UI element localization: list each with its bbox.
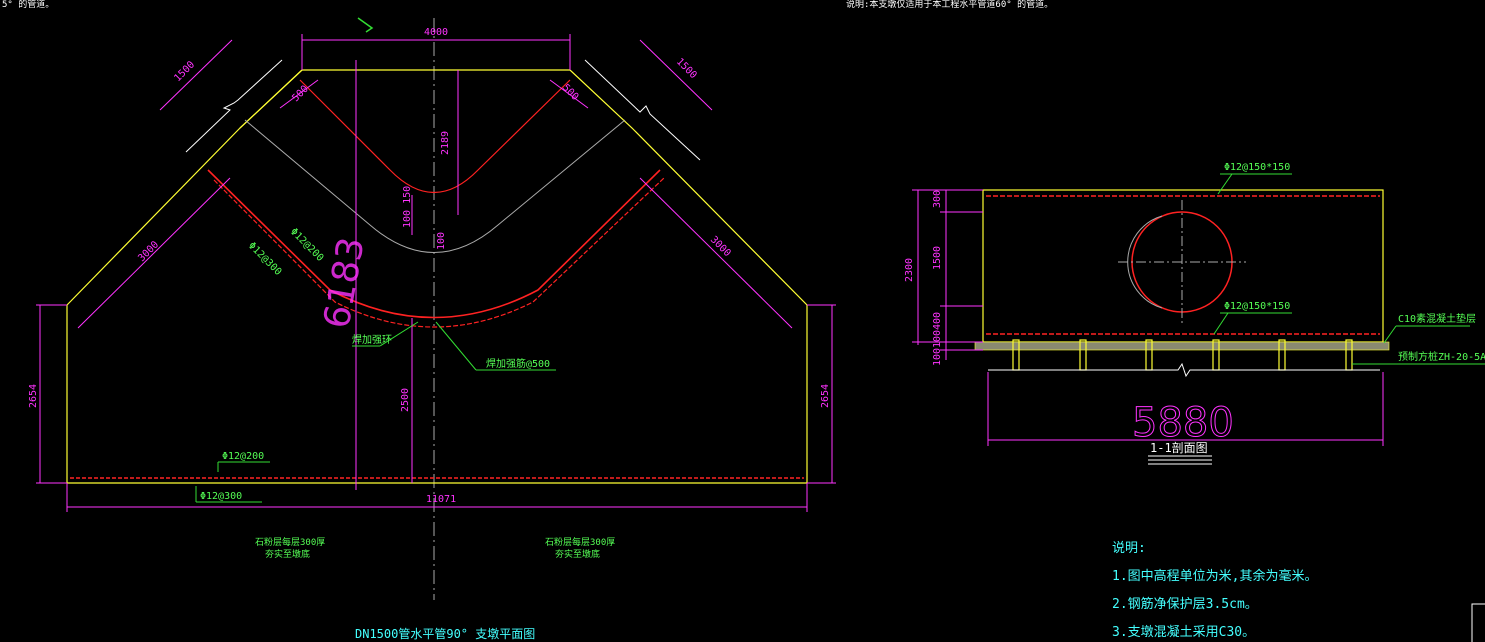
dim-right-3000-label: 3000: [708, 234, 733, 259]
label-c10: C10素混凝土垫层: [1398, 312, 1476, 325]
dim-right-1500-label: 1500: [674, 56, 699, 81]
leader-ring: [379, 321, 419, 347]
notes-heading: 说明:: [1112, 541, 1146, 556]
dim-left-500-label: 500: [290, 84, 311, 105]
rebar-label-2: Φ12@300: [246, 240, 284, 278]
notes-block: 说明: 1.图中高程单位为米,其余为毫米。 2.钢筋净保护层3.5cm。 3.支…: [1112, 541, 1317, 640]
plan-title: DN1500管水平管90° 支墩平面图: [355, 626, 535, 641]
label-pile: 预制方桩ZH-20-5A: [1398, 350, 1485, 363]
rebar-bottom-label-2: Φ12@300: [200, 491, 242, 502]
section-marker-top: [357, 17, 374, 33]
dim-line-left-500: [279, 79, 319, 109]
section-dim-400: 400: [932, 312, 943, 330]
pipe-inner-wall: [299, 79, 571, 193]
notes-line-2: 2.钢筋净保护层3.5cm。: [1112, 596, 1258, 612]
dim-line-right-1500: [639, 39, 713, 111]
foundation-left-line2: 夯实至墩底: [265, 548, 310, 560]
dim-right-2654-label: 2654: [820, 384, 831, 408]
section-cushion-layer: [974, 341, 1390, 351]
right-break-line: [584, 59, 701, 161]
dim-line-left-1500: [159, 39, 233, 111]
plan-outline-inner-left: [239, 69, 303, 129]
dim-bottom-label: 11071: [426, 494, 456, 505]
section-rebar-mid: Φ12@150*150: [1224, 301, 1290, 312]
section-ground-break: [988, 362, 1380, 378]
pipe-centerline-arc: [244, 119, 626, 253]
rebar-label-1: Φ12@200: [288, 226, 326, 264]
pipe-outer-wall: [207, 169, 661, 319]
dim-line-left-3000: [77, 177, 231, 329]
section-dim-1500: 1500: [932, 246, 943, 270]
section-dim-ticks: [912, 189, 983, 351]
section-width-big: 5880: [1132, 400, 1234, 446]
big-number-6183: 6183: [316, 234, 372, 331]
section-rebar-top: Φ12@150*150: [1224, 162, 1290, 173]
section-dim-2300: 2300: [904, 258, 915, 282]
foundation-left-line1: 石粉层每层300厚: [255, 536, 325, 548]
left-break-line: [185, 59, 283, 153]
dim-100-150-label: 100_150: [402, 186, 413, 228]
dim-left-1500-label: 1500: [172, 59, 197, 84]
label-ring: 焊加强环: [352, 334, 392, 346]
dim-2189-label: 2189: [440, 131, 451, 155]
pipe-outer-wall-2: [213, 177, 665, 328]
section-leader-mid: [1213, 312, 1229, 335]
dim-100-mid-label: 100: [436, 232, 447, 250]
label-rib: 焊加强筋@500: [486, 357, 550, 370]
section-leader-top: [1217, 173, 1233, 195]
header-left-note: 5° 的管道。: [2, 0, 54, 10]
notes-line-1: 1.图中高程单位为米,其余为毫米。: [1112, 568, 1317, 584]
section-dim-300: 300: [932, 190, 943, 208]
section-dim-100: 100: [932, 330, 943, 348]
foundation-right-line1: 石粉层每层300厚: [545, 536, 615, 548]
notes-line-3: 3.支墩混凝土采用C30。: [1112, 624, 1255, 640]
leader-c10: [1383, 325, 1397, 344]
dim-top-label: 4000: [424, 27, 448, 38]
dim-line-right-3000: [639, 177, 793, 329]
section-view: 300 1500 400 100 100 2300 Φ12@150*150 Φ1…: [904, 162, 1485, 465]
leader-rib: [435, 321, 477, 371]
frame-corner-mark: [1471, 603, 1485, 642]
section-title: 1-1剖面图: [1150, 441, 1208, 455]
plan-view: 4000 1500 1500 500 500 2189 100_150 100 …: [28, 17, 836, 641]
foundation-right-line2: 夯实至墩底: [555, 548, 600, 560]
dim-left-2654-label: 2654: [28, 384, 39, 408]
dim-line-right-500: [549, 79, 589, 109]
rebar-bottom-label-1: Φ12@200: [222, 451, 264, 462]
dim-left-3000-label: 3000: [136, 239, 161, 264]
header-right-note: 说明:本支墩仅适用于本工程水平管道60° 的管道。: [846, 0, 1053, 10]
plan-outline: [66, 69, 808, 484]
dim-2500-label: 2500: [400, 388, 411, 412]
section-dim-100b: 100: [932, 348, 943, 366]
section-outline: [982, 189, 1384, 343]
